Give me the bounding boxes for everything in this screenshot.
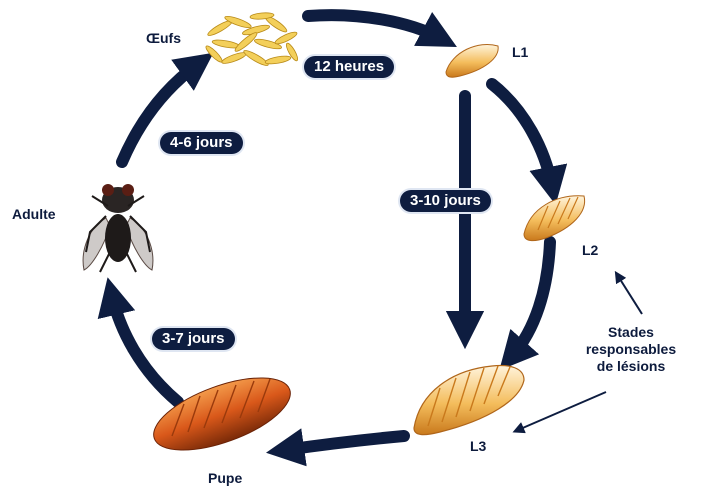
note-line-2: responsables (585, 341, 677, 357)
label-pupa: Pupe (208, 470, 243, 486)
note-line-3: de lésions (596, 358, 666, 374)
larva-l3-illustration (413, 364, 525, 436)
label-eggs: Œufs (146, 30, 181, 46)
label-l3: L3 (470, 438, 487, 454)
duration-larval: 3-10 jours (400, 190, 491, 212)
pointer-to-l2 (614, 270, 643, 315)
duration-pupa-to-adult: 3-7 jours (152, 328, 235, 350)
label-adult: Adulte (12, 206, 56, 222)
pointer-to-l3 (512, 391, 607, 434)
larva-l2-illustration (523, 195, 586, 242)
arrow-l1-to-l2 (486, 78, 568, 205)
pupa-illustration (153, 377, 291, 451)
duration-eggs-to-l1: 12 heures (304, 56, 395, 78)
arrow-adult-to-eggs (116, 52, 214, 168)
fly-illustration (82, 184, 154, 273)
lesion-stages-note: Stades responsables de lésions (556, 324, 706, 375)
label-l2: L2 (582, 242, 599, 258)
label-l1: L1 (512, 44, 529, 60)
eggs-illustration (205, 12, 299, 66)
arrow-l3-to-pupa (265, 428, 410, 467)
duration-adult-to-eggs: 4-6 jours (160, 132, 243, 154)
arrow-pupa-to-adult (97, 277, 184, 408)
arrow-eggs-to-l1 (302, 9, 457, 48)
arrow-l2-to-l3 (499, 236, 556, 371)
note-line-1: Stades (608, 324, 654, 340)
larva-l1-illustration (445, 44, 499, 78)
